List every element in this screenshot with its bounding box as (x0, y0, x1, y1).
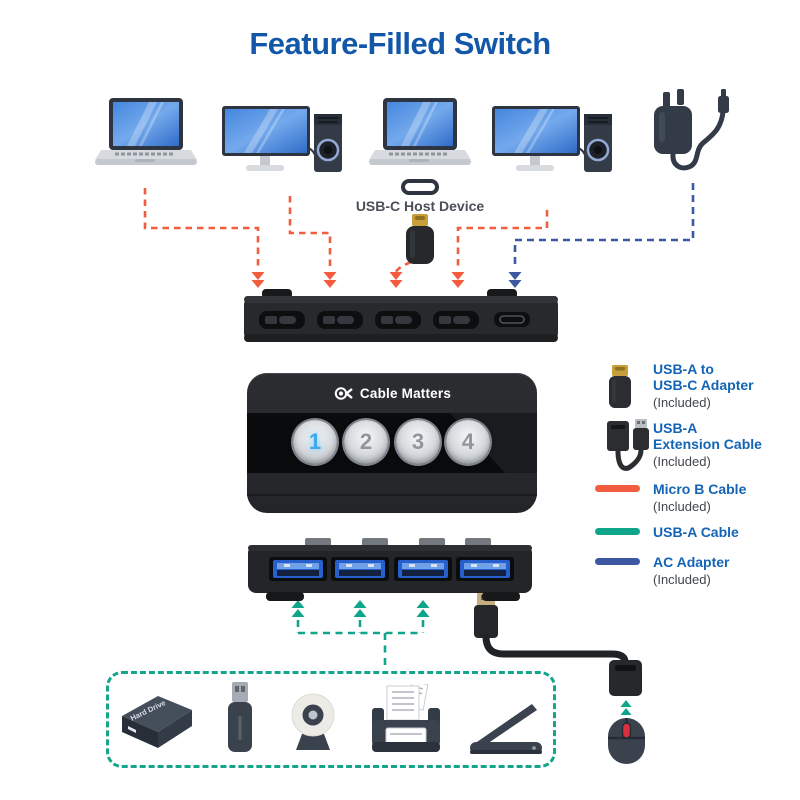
usb-c-host-label: USB-C Host Device (355, 198, 485, 214)
port-button-1: 1 (293, 420, 337, 464)
external-hard-drive-icon: Hard Drive (122, 696, 192, 748)
cable-matters-logo-icon (334, 387, 353, 400)
brand-logo: Cable Matters (247, 385, 537, 402)
ac-adapter-line-swatch (595, 558, 640, 565)
micro-b-ports (259, 311, 479, 329)
rear-port-tabs (305, 538, 491, 547)
webcam-icon (291, 693, 335, 750)
usb-a-arrowheads (291, 600, 430, 617)
micro-b-dashed-line-4 (456, 210, 549, 266)
micro-b-dashed-line-2 (288, 196, 332, 266)
usb-flash-drive-icon (228, 682, 252, 752)
mouse-arrowhead (620, 700, 632, 715)
port-button-4: 4 (446, 420, 490, 464)
gloss-band (247, 413, 537, 473)
printer-icon (372, 684, 440, 752)
usb-a-to-usb-c-adapter-icon (406, 214, 434, 264)
switch-usb-ports-view (248, 538, 532, 601)
micro-b-line-swatch (595, 485, 640, 492)
micro-b-arrowheads (251, 272, 465, 288)
usb-a-dashed-bracket (296, 620, 425, 670)
brand-name: Cable Matters (359, 386, 452, 401)
legend-item-ac-adapter: AC Adapter (Included) (653, 554, 730, 587)
port-button-3: 3 (396, 420, 440, 464)
peripherals-box (106, 671, 556, 768)
desktop-pc-icon (222, 106, 342, 172)
usb-c-port-icon (401, 179, 439, 195)
switch-front-view: Cable Matters 1 2 3 4 (247, 373, 537, 513)
laptop-icon (369, 98, 471, 165)
usb-a-extension-cable-icon (607, 419, 649, 471)
legend-item-micro-b: Micro B Cable (Included) (653, 481, 747, 514)
usb-a-line-swatch (595, 528, 640, 535)
page-title: Feature-Filled Switch (249, 26, 551, 61)
micro-b-dashed-line-3 (394, 260, 412, 273)
laptop-icon (95, 98, 197, 165)
port-button-2: 2 (344, 420, 388, 464)
legend-item-usb-a: USB-A Cable (653, 524, 739, 540)
scanner-icon (470, 704, 542, 754)
mouse-icon (608, 718, 645, 764)
desktop-pc-icon (492, 106, 612, 172)
case-seam (247, 494, 537, 496)
power-port (494, 312, 530, 327)
ac-adapter-arrowhead (508, 272, 522, 288)
ac-adapter-icon (654, 89, 729, 171)
micro-b-dashed-line-1 (143, 188, 260, 266)
usb-a-to-usb-c-adapter-icon (609, 365, 631, 408)
usb-a-ports (269, 557, 514, 581)
switch-rear-view (244, 289, 558, 342)
ac-adapter-dashed-line (513, 183, 695, 266)
